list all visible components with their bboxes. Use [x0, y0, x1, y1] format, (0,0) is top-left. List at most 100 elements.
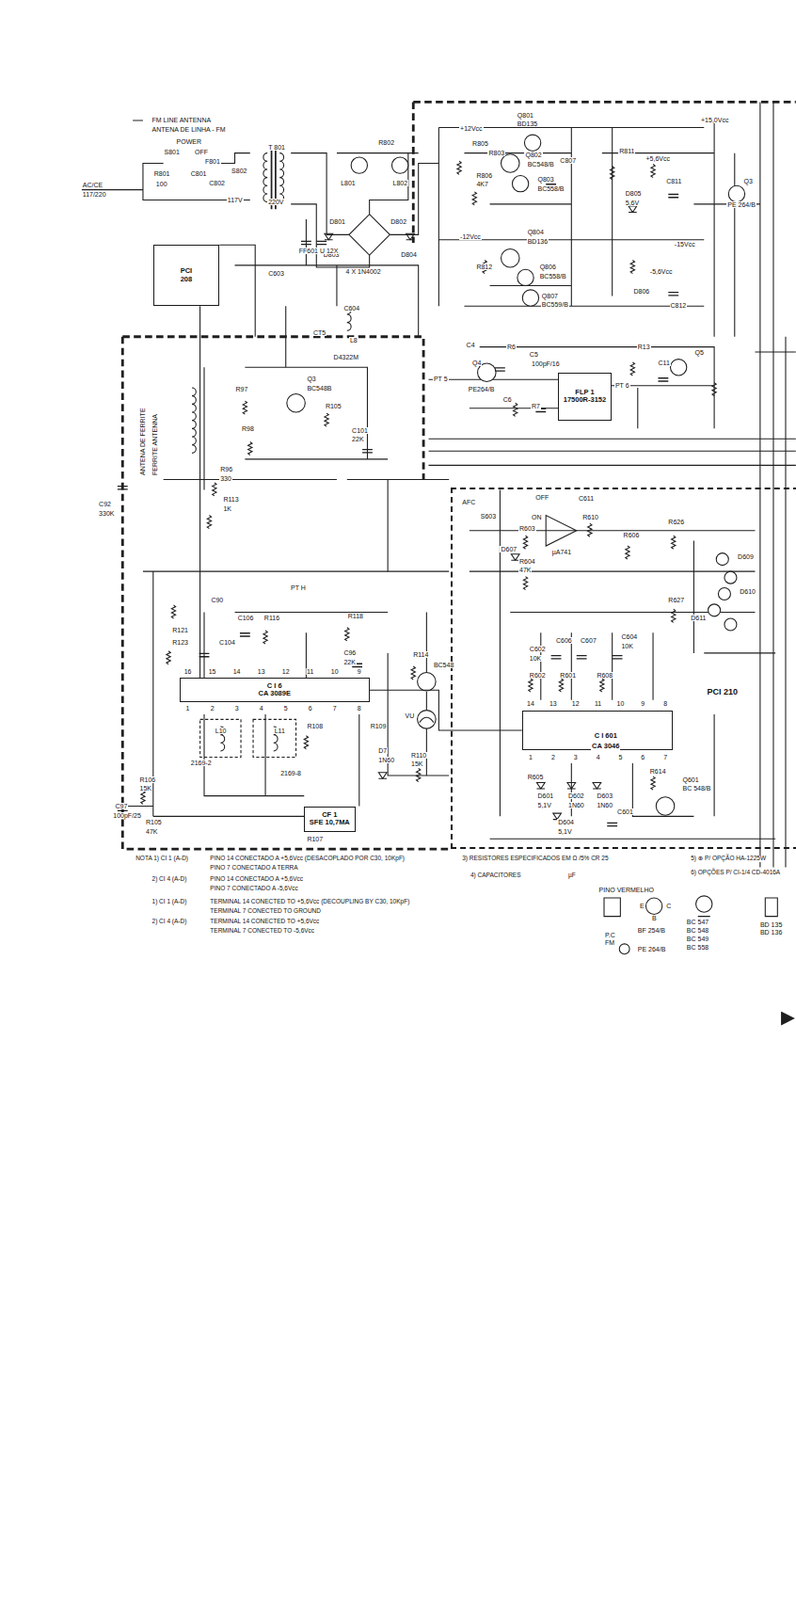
label-anchor: AC/CE — [81, 181, 104, 189]
part-label: D609 — [736, 553, 755, 560]
rectifier-wire — [290, 153, 439, 268]
label-anchor: C602 — [528, 645, 547, 653]
label-anchor: D610 — [738, 588, 757, 595]
part-label: R106 — [139, 776, 158, 783]
transistor-symbol — [501, 249, 521, 269]
label-anchor: S801 — [163, 148, 181, 156]
ic-label: FLP 1 — [573, 388, 595, 398]
label-anchor: 4) CAPACITORES — [469, 872, 523, 879]
part-label: R602 — [528, 671, 547, 679]
label-anchor: R806 — [475, 172, 494, 179]
label-anchor: R121 — [171, 626, 190, 634]
part-label: 10K — [620, 642, 634, 650]
part-label: R105 — [144, 818, 163, 826]
label-anchor: ON — [530, 513, 543, 521]
label-anchor: Q3 — [305, 375, 317, 383]
resistor-symbol — [523, 535, 527, 549]
label-anchor: R601 — [558, 671, 577, 679]
label-anchor: BC558/B — [539, 272, 568, 280]
part-label: R610 — [581, 513, 600, 521]
label-anchor: 330 — [219, 475, 233, 482]
label-anchor: 16 — [183, 668, 193, 675]
part-label: C811 — [665, 177, 683, 185]
label-anchor: C92 — [97, 500, 112, 508]
label-anchor: R110 — [410, 751, 428, 759]
pin-number: 4 — [258, 704, 265, 712]
part-label: R123 — [171, 638, 190, 646]
pin-number: 1 — [527, 753, 534, 761]
part-label: PE 264/B — [636, 945, 668, 953]
label-anchor: C6 — [502, 396, 513, 403]
pin-number: 5 — [283, 704, 289, 712]
part-label: FM — [604, 939, 616, 946]
label-anchor: PE 264/B — [726, 201, 757, 208]
ic-label: CF 1 — [320, 811, 338, 820]
label-anchor: Q807 — [541, 292, 559, 300]
label-anchor: 5,1V — [557, 827, 573, 835]
transistor-symbol — [517, 269, 534, 286]
capacitor-symbol — [551, 655, 562, 659]
part-label: +5,6Vcc — [644, 155, 671, 162]
if-wire — [122, 571, 449, 816]
label-anchor: 22K — [350, 435, 365, 443]
pin-number: 14 — [525, 700, 536, 707]
part-label: PINO VERMELHO — [598, 886, 655, 893]
part-label: 47K — [518, 566, 532, 574]
part-label: BC 549 — [685, 935, 710, 942]
part-label: D802 — [389, 218, 408, 225]
part-label: R98 — [240, 425, 255, 432]
capacitor-symbol — [668, 194, 679, 198]
label-anchor: R605 — [526, 773, 545, 781]
capacitor-symbol — [199, 652, 210, 656]
part-label: P.C — [604, 931, 617, 939]
label-anchor: C11 — [656, 359, 670, 367]
part-label: R7 — [530, 402, 542, 410]
part-label: B — [651, 914, 658, 922]
label-anchor: 117V — [226, 196, 244, 204]
label-anchor: 8 — [356, 704, 363, 712]
label-anchor: 5,6V — [624, 199, 640, 207]
resistor-symbol — [166, 651, 171, 665]
part-label: ON — [530, 513, 543, 521]
part-label: D803 — [322, 251, 341, 258]
label-anchor: 3) RESISTORES ESPECIFICADOS EM Ω /5% CR … — [461, 855, 609, 862]
label-anchor: 10K — [528, 654, 542, 662]
label-anchor: R106 — [139, 776, 158, 783]
ic-label: C I 601 — [593, 732, 619, 741]
transformer-core — [271, 147, 276, 209]
pinout-symbol — [604, 897, 778, 917]
pin-number: 9 — [356, 668, 363, 675]
transistor-symbol — [728, 185, 745, 202]
part-label: S802 — [230, 167, 248, 175]
label-anchor: FERRITE ANTENNA — [151, 413, 159, 477]
label-anchor: PINO 14 CONECTADO A +5,6Vcc (DESACOPLADO… — [208, 855, 406, 862]
bus-wire — [347, 101, 796, 867]
ic-box: CF 1SFE 10,7MA — [303, 806, 356, 832]
capacitor-symbol — [362, 449, 373, 453]
label-anchor: 10 — [616, 700, 626, 707]
diode-symbol — [378, 772, 387, 780]
part-label: 5,1V — [557, 827, 573, 835]
resistor-symbol — [345, 627, 350, 641]
part-label: R116 — [263, 614, 281, 621]
resistor-symbol — [651, 776, 655, 790]
label-anchor: R118 — [347, 612, 365, 620]
part-label: R603 — [518, 525, 537, 532]
label-anchor: R7 — [530, 402, 542, 410]
transistor-symbol — [669, 359, 686, 376]
label-anchor: R123 — [171, 638, 190, 646]
part-label: Q3 — [305, 375, 317, 383]
label-anchor: 220V — [267, 198, 285, 206]
transistor-symbol — [477, 363, 497, 383]
part-label: Q601 — [682, 776, 701, 783]
pin-number: 6 — [639, 753, 646, 761]
coil-symbol — [347, 305, 351, 331]
label-anchor: R803 — [487, 149, 506, 157]
transistor-symbol — [696, 895, 713, 912]
label-anchor: R802 — [377, 139, 396, 146]
resistor-symbol — [558, 678, 563, 692]
label-anchor: D601 — [537, 792, 556, 799]
capacitor-symbol — [535, 408, 546, 412]
part-label: R114 — [412, 651, 430, 658]
label-anchor: 9 — [639, 700, 646, 707]
